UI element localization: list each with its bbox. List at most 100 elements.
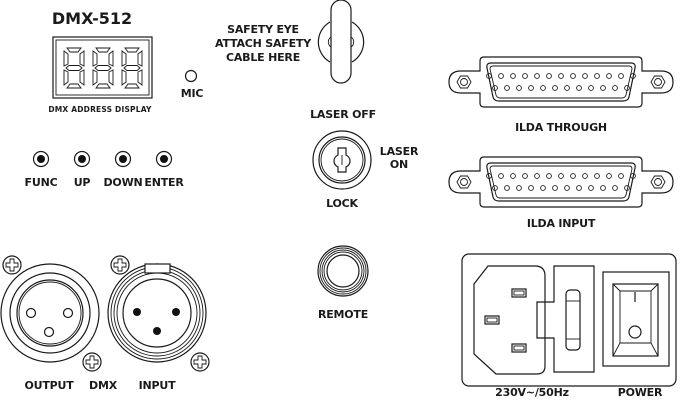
power-switch[interactable] [612,283,659,357]
screw-icon [190,352,210,372]
button-down[interactable]: DOWN [103,150,143,190]
pin [516,85,522,91]
pin [618,73,624,79]
input-latch [144,263,171,274]
button-enter[interactable]: ENTER [144,150,185,190]
pin [600,85,606,91]
key-slot-icon [333,147,351,173]
ilda-input-connector[interactable] [448,156,674,208]
screw-icon [2,255,22,275]
pin [546,73,552,79]
input-pin-3 [153,327,161,335]
segment [121,69,127,86]
segment [124,47,140,53]
dmx-address-display-label: DMX ADDRESS DISPLAY [48,105,152,114]
button-func[interactable]: FUNC [25,150,58,190]
input-pin-1 [133,308,141,316]
pin [588,185,594,191]
pin [576,185,582,191]
segment [94,65,112,71]
output-pin-1 [25,307,37,319]
iec-power-inlet[interactable] [473,265,546,375]
mic-label: MIC [181,87,204,100]
mounting-screws [2,255,210,372]
output-pin-2 [62,307,74,319]
pin [612,85,618,91]
pin [624,85,630,91]
pin [522,73,528,79]
power-label: POWER [618,386,663,399]
inlet-pin-neutral [511,343,527,353]
segment [137,69,143,86]
segment [124,83,140,89]
pin [504,85,510,91]
button-label: FUNC [25,176,58,189]
dmx-group-label: DMX [89,379,118,392]
pin [540,185,546,191]
pin [600,185,606,191]
digit-1 [63,47,85,89]
pin [528,85,534,91]
pin [624,185,630,191]
segment [63,50,69,67]
safety-eye-loop-icon[interactable] [317,0,365,84]
hex-standoff-icon [456,75,472,89]
pin [606,173,612,179]
pin [582,73,588,79]
fuse-holder[interactable] [536,265,595,373]
pin [594,73,600,79]
pin [594,173,600,179]
pin [570,73,576,79]
pin [498,173,504,179]
pin [534,173,540,179]
button-up[interactable]: UP [74,150,91,190]
segment [121,50,127,67]
ilda-through-connector[interactable] [448,56,674,108]
output-pin-3 [43,326,55,338]
ilda-through-label: ILDA THROUGH [515,121,607,134]
pin [534,73,540,79]
segment [79,69,85,86]
safety-eye-line-3: CABLE HERE [226,51,300,64]
segment [65,65,83,71]
remote-jack[interactable] [317,245,369,297]
voltage-label: 230V~/50Hz [495,386,569,399]
digit-3 [121,47,143,89]
pin [618,173,624,179]
dmx-input-label: INPUT [139,379,176,392]
remote-label: REMOTE [318,308,368,321]
pin [630,173,636,179]
digit-2 [92,47,114,89]
pin [606,73,612,79]
hex-standoff-icon [456,175,472,189]
segment [63,69,69,86]
dmx-512-title: DMX-512 [52,9,132,28]
pin [558,73,564,79]
fuse-icon [565,289,581,351]
pin [570,173,576,179]
pin [540,85,546,91]
screw-icon [82,352,102,372]
pin [576,85,582,91]
hex-standoff-icon [650,75,666,89]
pin [504,185,510,191]
pin [510,173,516,179]
key-switch[interactable] [312,130,372,190]
pin [564,185,570,191]
dmx-input-connector[interactable] [107,263,207,363]
inlet-pin-live [511,288,527,298]
mic-hole-icon [184,69,198,83]
hex-standoff-icon [650,175,666,189]
button-label: ENTER [144,176,184,189]
pin [516,185,522,191]
seven-segment-digits [63,47,143,89]
lock-label: LOCK [326,197,358,210]
pin [552,185,558,191]
pin [486,73,492,79]
inlet-pin-earth [484,315,500,325]
segment [95,47,111,53]
segment [95,83,111,89]
dmx-output-connector[interactable] [0,263,100,363]
